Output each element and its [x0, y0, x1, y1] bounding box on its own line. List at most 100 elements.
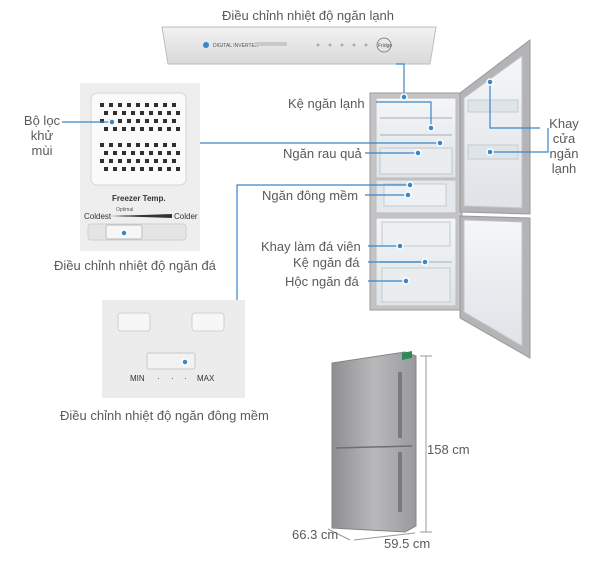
vent-hole — [167, 111, 171, 115]
callout-lines — [62, 63, 549, 300]
vent-hole — [127, 159, 131, 163]
vent-hole — [176, 127, 180, 131]
vent-hole — [136, 143, 140, 147]
vent-hole — [131, 167, 135, 171]
vent-hole — [100, 143, 104, 147]
vent-hole — [163, 143, 167, 147]
vent-hole — [122, 111, 126, 115]
vent-hole — [113, 151, 117, 155]
vent-hole — [131, 151, 135, 155]
vent-hole — [122, 151, 126, 155]
vent-hole — [113, 167, 117, 171]
door-tray-line-4: lạnh — [551, 161, 577, 176]
vent-hole — [127, 143, 131, 147]
vent-hole — [100, 119, 104, 123]
door-tray-line-3: ngăn — [549, 146, 579, 161]
vent-hole — [167, 167, 171, 171]
vent-hole — [167, 127, 171, 131]
vent-hole — [140, 111, 144, 115]
freezer-drawer-label: Hộc ngăn đá — [285, 274, 359, 289]
vent-hole — [172, 119, 176, 123]
vent-hole — [136, 159, 140, 163]
freezer-temp-title: Freezer Temp. — [112, 194, 166, 203]
closed-fridge-image — [327, 351, 432, 541]
vent-hole — [104, 151, 108, 155]
vent-hole — [149, 127, 153, 131]
deodorizer-label: Bộ lọc khử mùi — [18, 113, 66, 158]
vent-hole — [163, 119, 167, 123]
door-tray-line-2: cửa — [552, 131, 576, 146]
vent-hole — [140, 127, 144, 131]
vent-hole — [131, 111, 135, 115]
vent-hole — [127, 103, 131, 107]
vent-hole — [176, 151, 180, 155]
vent-hole — [145, 119, 149, 123]
vent-hole — [140, 151, 144, 155]
vent-hole — [167, 151, 171, 155]
vent-hole — [154, 143, 158, 147]
ice-tray-label: Khay làm đá viên — [261, 239, 361, 254]
vent-hole — [172, 143, 176, 147]
svg-text:·: · — [157, 374, 160, 383]
vent-hole — [163, 159, 167, 163]
vent-hole — [158, 151, 162, 155]
vent-hole — [158, 167, 162, 171]
vent-hole — [154, 159, 158, 163]
vent-hole — [140, 167, 144, 171]
vent-hole — [113, 111, 117, 115]
max-label: MAX — [197, 374, 215, 383]
vent-hole — [136, 103, 140, 107]
vent-hole — [113, 127, 117, 131]
vent-hole — [172, 103, 176, 107]
freezer-temp-control-label: Điều chỉnh nhiệt độ ngăn đá — [54, 258, 216, 273]
vent-hole — [109, 159, 113, 163]
vent-hole — [104, 167, 108, 171]
vent-hole — [118, 119, 122, 123]
min-label: MIN — [130, 374, 145, 383]
door-tray-label: Khay cửa ngăn lạnh — [544, 116, 584, 176]
veg-drawer-label: Ngăn rau quả — [283, 146, 362, 161]
vent-hole — [158, 127, 162, 131]
vent-hole — [100, 159, 104, 163]
depth-dimension: 66.3 cm — [292, 527, 339, 542]
vent-hole — [118, 159, 122, 163]
vent-hole — [136, 119, 140, 123]
vent-hole — [172, 159, 176, 163]
vent-hole — [145, 159, 149, 163]
soft-freeze-control-panel: MIN MAX ··· — [102, 300, 245, 398]
callout-dots — [108, 78, 494, 366]
vent-hole — [122, 127, 126, 131]
vent-hole — [118, 143, 122, 147]
vent-hole — [149, 167, 153, 171]
svg-text:·: · — [184, 374, 187, 383]
vent-hole — [176, 111, 180, 115]
vent-hole — [163, 103, 167, 107]
deodorizer-line-1: Bộ lọc — [23, 113, 61, 128]
vent-hole — [158, 111, 162, 115]
vent-hole — [145, 103, 149, 107]
coldest-label: Coldest — [84, 212, 112, 221]
vent-hole — [118, 103, 122, 107]
vent-hole — [109, 143, 113, 147]
vent-hole — [154, 119, 158, 123]
vent-hole — [149, 111, 153, 115]
vent-hole — [176, 167, 180, 171]
soft-freeze-label: Ngăn đông mềm — [262, 188, 359, 203]
fridge-shelf-label: Kệ ngăn lạnh — [288, 96, 365, 111]
fridge-button-text: Fridge — [378, 43, 392, 49]
freezer-shelf-label: Kệ ngăn đá — [293, 255, 360, 270]
width-dimension: 59.5 cm — [384, 536, 431, 551]
deodorizer-line-3: mùi — [31, 143, 53, 158]
vent-hole — [149, 151, 153, 155]
fridge-temp-control-label: Điều chỉnh nhiệt độ ngăn lạnh — [222, 8, 395, 23]
vent-hole — [127, 119, 131, 123]
optimal-label: Optimal — [116, 207, 133, 213]
colder-label: Colder — [174, 212, 198, 221]
vent-hole — [131, 127, 135, 131]
vent-hole — [109, 103, 113, 107]
fridge-button-icon — [376, 37, 392, 53]
vent-hole — [104, 111, 108, 115]
deodorizer-line-2: khử — [30, 128, 54, 143]
height-dimension: 158 cm — [427, 442, 470, 457]
vent-hole — [154, 103, 158, 107]
